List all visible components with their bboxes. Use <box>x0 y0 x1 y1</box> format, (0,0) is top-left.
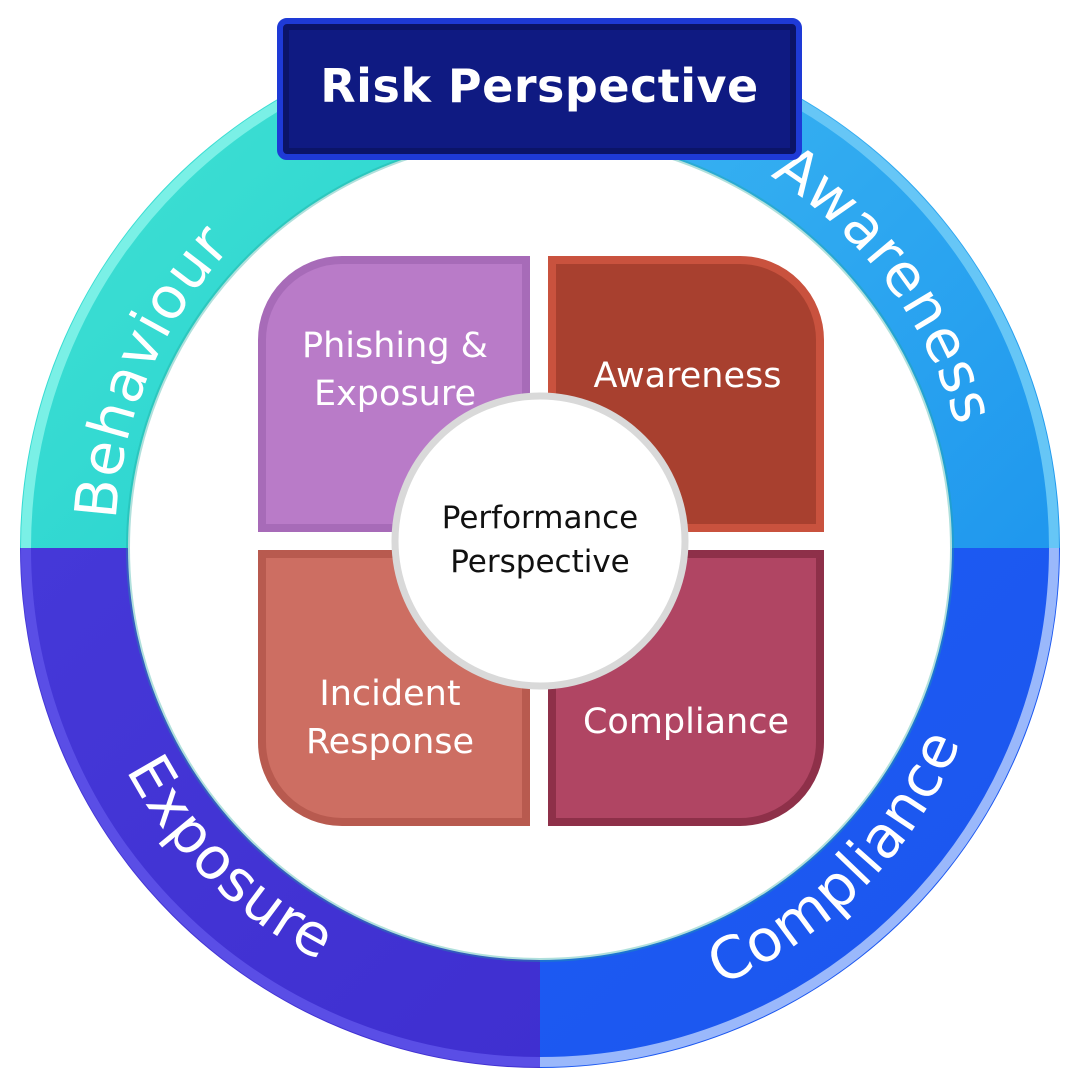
center-label-line2: Perspective <box>450 544 630 580</box>
quadrant-incident-label: Incident Response <box>265 670 515 766</box>
center-circle <box>391 392 689 690</box>
center-label: Performance Perspective <box>398 496 682 584</box>
center-label-line1: Performance <box>441 500 639 536</box>
quadrant-phishing-label: Phishing & Exposure <box>270 322 520 418</box>
quadrant-phishing-line1: Phishing & <box>302 326 488 366</box>
quadrant-incident-line2: Response <box>305 722 475 762</box>
quadrant-incident-line1: Incident <box>319 674 461 714</box>
quadrant-awareness-label: Awareness <box>560 352 815 400</box>
quadrant-compliance-label: Compliance <box>552 698 820 746</box>
ring-rim-exposure <box>21 547 541 1067</box>
ring-rim-compliance <box>539 547 1059 1067</box>
quadrant-compliance-line1: Compliance <box>582 702 790 742</box>
page-title: Risk Perspective <box>320 59 759 113</box>
title-box: Risk Perspective <box>277 18 802 160</box>
quadrant-awareness-line1: Awareness <box>593 356 782 396</box>
quadrant-phishing-line2: Exposure <box>313 374 477 414</box>
